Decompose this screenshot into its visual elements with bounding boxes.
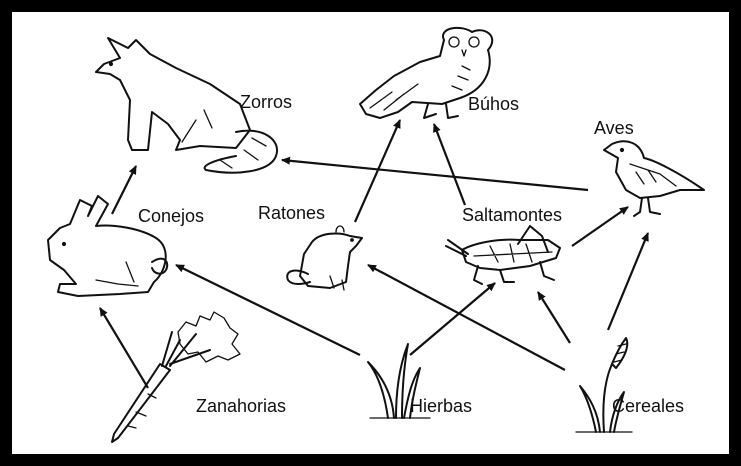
label-saltamontes: Saltamontes xyxy=(462,205,562,225)
arrows xyxy=(100,120,648,388)
bird-drawing xyxy=(604,141,704,216)
arrow-cereales-aves xyxy=(608,233,648,330)
label-zanahorias: Zanahorias xyxy=(196,396,286,416)
arrow-cereales-ratones xyxy=(368,265,565,370)
arrow-conejos-zorros xyxy=(112,166,136,214)
carrot-drawing xyxy=(112,312,240,442)
label-buhos: Búhos xyxy=(468,94,519,114)
label-aves: Aves xyxy=(594,118,634,138)
arrow-saltamontes-buhos xyxy=(434,124,465,205)
label-conejos: Conejos xyxy=(138,206,204,226)
cereal-drawing xyxy=(576,338,632,432)
label-zorros: Zorros xyxy=(240,92,292,112)
grasshopper-drawing xyxy=(446,226,560,284)
mouse-drawing xyxy=(287,226,362,290)
arrow-cereales-saltamontes xyxy=(538,292,570,343)
labels: Zorros Búhos Aves Conejos Ratones Saltam… xyxy=(138,92,684,416)
arrow-saltamontes-aves xyxy=(572,207,628,246)
label-ratones: Ratones xyxy=(258,203,325,223)
arrow-hierbas-conejos xyxy=(176,265,360,355)
label-hierbas: Hierbas xyxy=(410,396,472,416)
label-cereales: Cereales xyxy=(612,396,684,416)
arrow-zanahorias-conejos xyxy=(100,308,148,388)
arrow-aves-zorros xyxy=(282,160,588,190)
